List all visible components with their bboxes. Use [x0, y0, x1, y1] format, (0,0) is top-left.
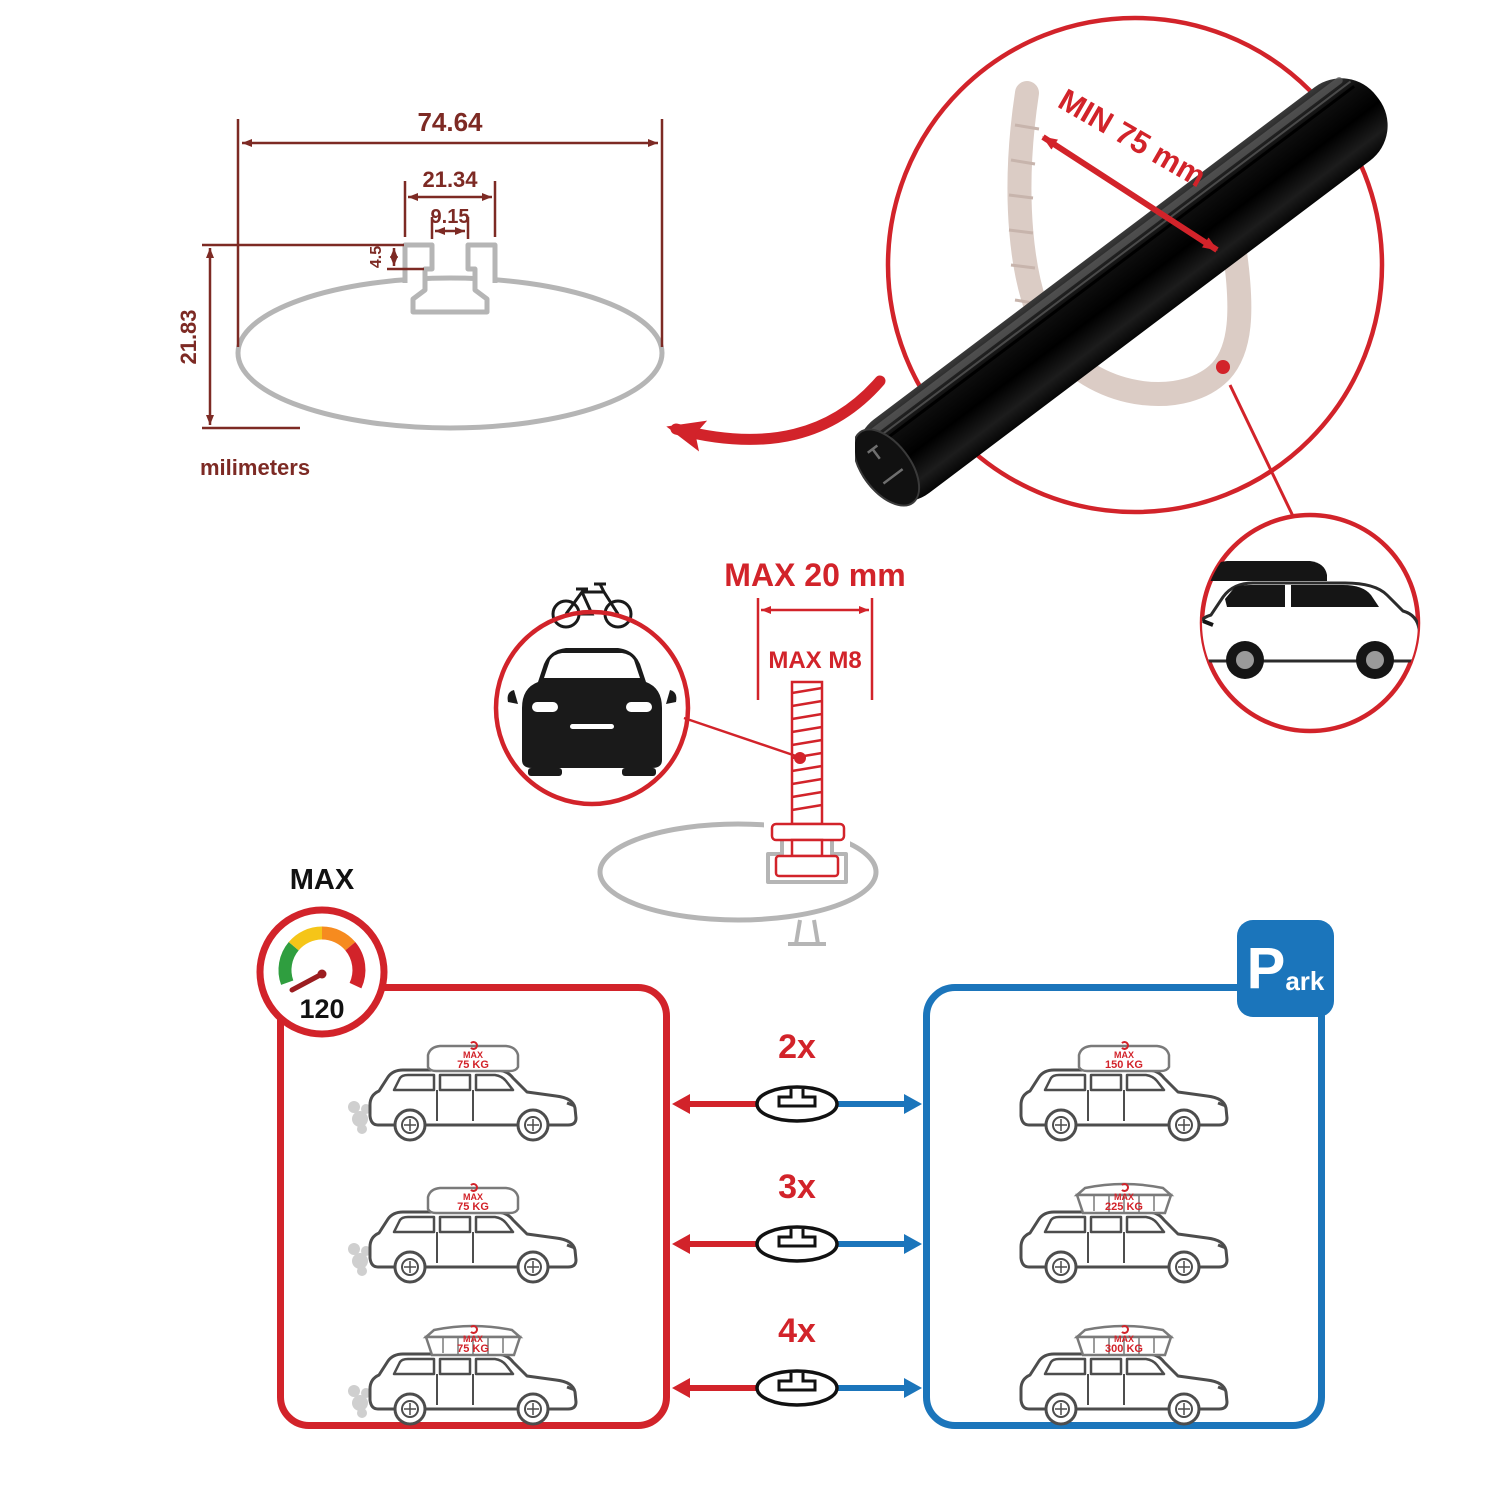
car-right-row1: MAX 150 KG — [999, 1033, 1249, 1148]
dimension-lines — [202, 119, 664, 430]
bolt-point-dot — [794, 752, 806, 764]
max-bolt-width-label: MAX 20 mm — [724, 557, 905, 593]
headlight-left — [532, 702, 558, 712]
dim-total-height: 21.83 — [180, 309, 201, 364]
multiplier-4x: 4x — [778, 1312, 816, 1350]
max-thread-label: MAX M8 — [768, 647, 861, 674]
cargo-weight-label: MAX 225 KG — [999, 1183, 1249, 1214]
left-arrow-icon — [672, 1094, 690, 1114]
multiplier-3x: 3x — [778, 1168, 816, 1206]
crossbar-cross-section-diagram: 74.64 21.34 9.15 4.5 21.83 milimeters — [180, 107, 665, 480]
car-left-row1: MAX 75 KG — [348, 1033, 598, 1148]
park-sign: P ark — [1237, 920, 1334, 1017]
car-left-row2: MAX 75 KG — [348, 1175, 598, 1290]
bolt-icon — [770, 680, 846, 878]
speed-max-label: MAX — [289, 864, 355, 896]
brand-swirl-icon — [1119, 1325, 1129, 1334]
bar-count-row-1 — [672, 1085, 922, 1123]
windshield — [544, 653, 640, 678]
brand-swirl-icon — [1119, 1041, 1129, 1050]
crossbar-profile — [235, 242, 665, 431]
units-label: milimeters — [200, 455, 310, 480]
park-suffix: ark — [1285, 966, 1325, 996]
dim-channel-width: 21.34 — [422, 167, 478, 192]
cargo-weight-label: MAX 150 KG — [999, 1041, 1249, 1072]
roofbox-suv-icon — [1202, 561, 1418, 679]
car-left-row3: MAX 75 KG — [348, 1317, 598, 1432]
pointer-arrow-icon — [666, 375, 886, 452]
bolt-leader-line — [683, 716, 797, 758]
dim-slot-width: 9.15 — [431, 206, 470, 228]
left-arrow-icon — [672, 1378, 690, 1398]
bolt-dimension-lines — [756, 598, 874, 700]
crossbar-section-icon — [755, 1369, 839, 1407]
min-span-arrow — [1041, 134, 1219, 253]
bicycle-icon — [551, 582, 633, 629]
right-arrow-icon — [904, 1378, 922, 1398]
brand-swirl-icon — [468, 1325, 478, 1334]
crossbar-detail-view: MIN 75 mm — [855, 15, 1421, 734]
bolt-fitting-diagram: MAX 20 mm MAX M8 — [493, 557, 906, 946]
leader-line — [1228, 384, 1305, 538]
brand-swirl-icon — [1119, 1183, 1129, 1192]
crossbar-section-icon — [755, 1085, 839, 1123]
bike-on-car-icon — [493, 582, 691, 807]
cargo-weight-label: MAX 75 KG — [348, 1183, 598, 1214]
speed-value: 120 — [299, 994, 344, 1024]
left-arrow-icon — [672, 1234, 690, 1254]
grille — [570, 724, 614, 729]
speedometer-icon: 120 — [256, 906, 388, 1038]
vehicle-circle — [493, 609, 691, 807]
park-letter: P — [1246, 935, 1286, 1001]
cargo-weight-label: MAX 75 KG — [348, 1041, 598, 1072]
cargo-weight-label: MAX 300 KG — [999, 1325, 1249, 1356]
headlight-right — [626, 702, 652, 712]
brand-swirl-icon — [468, 1183, 478, 1192]
dim-total-width: 74.64 — [417, 107, 483, 137]
detail-point-dot — [1216, 360, 1230, 374]
bar-count-row-3 — [672, 1369, 922, 1407]
right-arrow-icon — [904, 1094, 922, 1114]
cargo-weight-label: MAX 75 KG — [348, 1325, 598, 1356]
car-right-row3: MAX 300 KG — [999, 1317, 1249, 1432]
brand-swirl-icon — [468, 1041, 478, 1050]
right-arrow-icon — [904, 1234, 922, 1254]
multiplier-2x: 2x — [778, 1028, 816, 1066]
crossbar-section-icon — [755, 1225, 839, 1263]
dim-lip-height: 4.5 — [368, 246, 385, 268]
bar-count-row-2 — [672, 1225, 922, 1263]
car-right-row2: MAX 225 KG — [999, 1175, 1249, 1290]
clamp-strap-icon — [1007, 81, 1252, 406]
crossbar-3d — [855, 77, 1388, 507]
